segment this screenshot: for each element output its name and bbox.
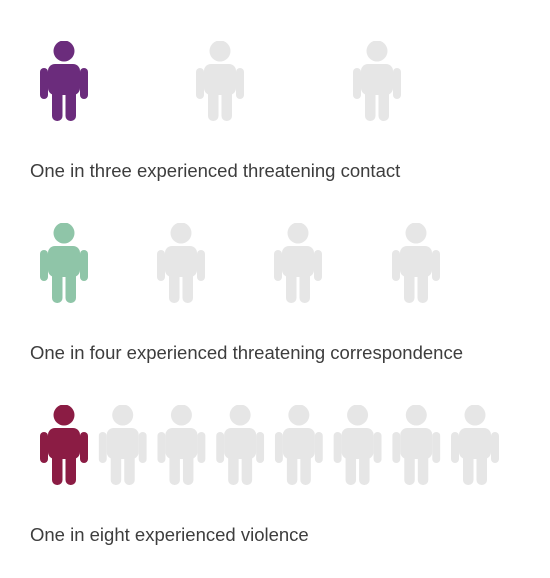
person-icon-highlighted xyxy=(40,405,88,485)
person-icon xyxy=(157,405,206,485)
row-caption: One in four experienced threatening corr… xyxy=(30,342,463,363)
row-caption: One in three experienced threatening con… xyxy=(30,160,400,181)
row-caption: One in eight experienced violence xyxy=(30,524,309,545)
person-icon xyxy=(157,223,205,303)
person-icon xyxy=(353,41,401,121)
person-icon xyxy=(392,223,440,303)
person-icon xyxy=(274,405,323,485)
person-icon xyxy=(196,41,244,121)
person-icon-highlighted xyxy=(40,41,88,121)
person-icon xyxy=(98,405,147,485)
person-icon xyxy=(392,405,441,485)
person-icon xyxy=(216,405,265,485)
person-icon-highlighted xyxy=(40,223,88,303)
pictogram-row-1: One in three experienced threatening con… xyxy=(30,41,401,181)
person-icon xyxy=(451,405,499,485)
person-icon xyxy=(333,405,382,485)
pictogram-row-2: One in four experienced threatening corr… xyxy=(30,223,463,363)
person-icon xyxy=(274,223,322,303)
pictogram-row-3: One in eight experienced violence xyxy=(30,405,499,545)
